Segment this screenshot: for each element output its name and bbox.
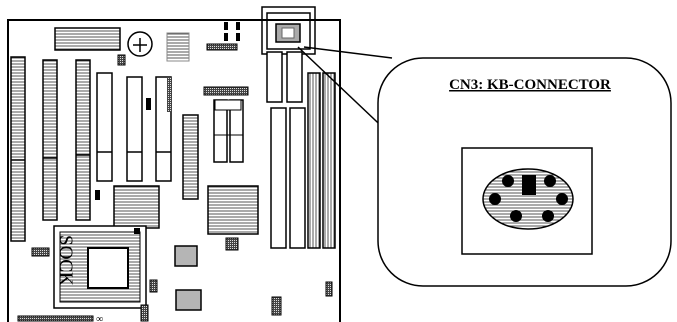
header-strip	[203, 86, 249, 96]
small-chip-b	[225, 237, 239, 251]
callout-title: CN3: KB-CONNECTOR	[449, 77, 611, 93]
isa-slots	[10, 56, 91, 242]
isa-slot-2	[42, 59, 58, 221]
capacitor-1	[174, 245, 198, 267]
jumper-right	[325, 281, 333, 297]
board-outline	[7, 19, 341, 322]
socket-label: SOCK	[55, 235, 76, 286]
sim-slots	[182, 99, 244, 200]
cpu-socket: SOCK	[53, 225, 147, 309]
jumper-left	[31, 247, 50, 257]
chipset-1	[113, 185, 160, 229]
chipset-2	[207, 185, 259, 235]
dimm-slots	[266, 51, 336, 249]
battery	[127, 31, 153, 57]
pointer-line-2	[303, 46, 393, 59]
jumper-small	[117, 54, 126, 66]
jumper-top	[206, 22, 240, 51]
jumper-bottom-2	[271, 296, 282, 316]
isa-slot-1	[10, 56, 26, 242]
small-chip-a	[95, 190, 100, 200]
infinity-mark: ∞	[96, 314, 103, 322]
isa-slot-3	[75, 59, 91, 221]
pci-slots	[96, 72, 172, 182]
jumper-bottom-1	[140, 304, 149, 322]
pci-slot-2	[126, 76, 143, 182]
header-bottom	[17, 315, 94, 322]
header-vertical	[167, 77, 171, 112]
pci-slot-1	[96, 72, 113, 182]
bios-chip	[54, 27, 121, 51]
regulator	[166, 32, 190, 62]
connector-small	[146, 98, 151, 110]
ps2-din-connector-icon	[461, 147, 593, 255]
jumper-mid	[149, 279, 158, 293]
capacitor-2	[175, 289, 202, 311]
